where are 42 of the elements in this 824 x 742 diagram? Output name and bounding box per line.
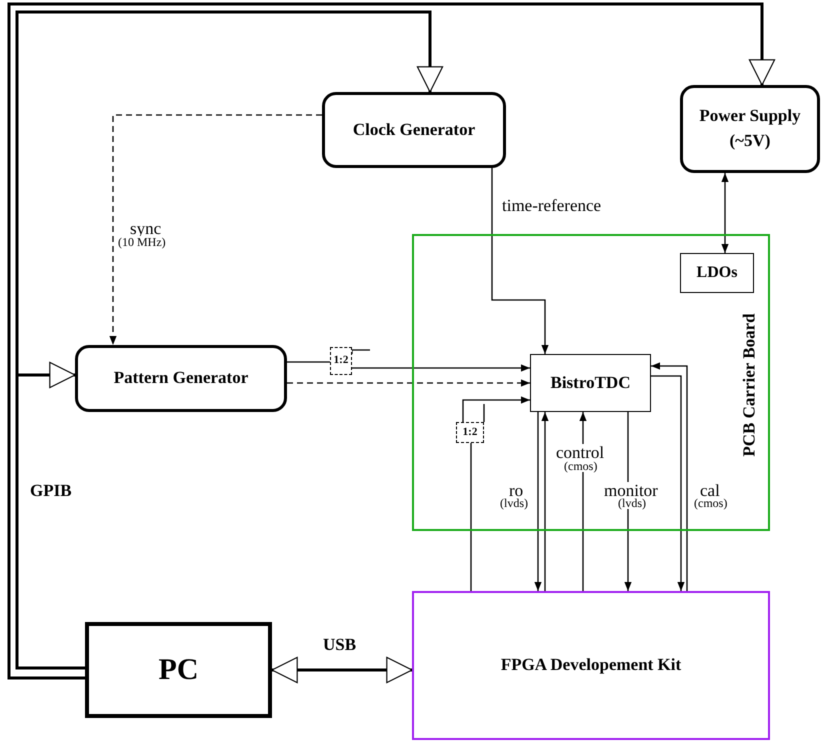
node-label: PCB Carrier Board [738, 312, 760, 456]
edge-label: USB [323, 636, 356, 653]
bus-arrow [8, 2, 776, 680]
signal-type-label: (lvds) [618, 497, 646, 509]
splitter-box [330, 347, 352, 375]
instrument-box [75, 345, 287, 412]
node-label: 1:2 [334, 353, 348, 368]
arrow [109, 114, 322, 345]
board-box [412, 591, 770, 740]
arrow [534, 412, 542, 591]
arrow [462, 396, 530, 422]
arrow [287, 379, 530, 387]
edge-label: monitor [604, 482, 658, 499]
splitter-box [456, 422, 484, 443]
bus-arrow [16, 362, 85, 670]
signal-type-label: (cmos) [564, 460, 598, 472]
node-label: PC [158, 652, 198, 688]
bus-label: GPIB [30, 482, 72, 499]
instrument-box [680, 85, 820, 173]
signal-type-label: (cmos) [694, 497, 728, 509]
signal-type-label: (lvds) [500, 497, 528, 509]
board-outline [412, 234, 770, 531]
component-box [680, 253, 754, 293]
instrument-box [322, 92, 506, 168]
computer-box [85, 622, 272, 718]
node-label: BistroTDC [550, 372, 630, 394]
arrow [721, 173, 729, 253]
node-label: Pattern Generator [114, 367, 248, 390]
node-label: 1:2 [462, 424, 478, 440]
node-label: LDOs [696, 263, 738, 284]
bus-arrow [271, 656, 413, 684]
edge-label: control [556, 444, 604, 461]
node-label: FPGA Developement Kit [500, 654, 682, 676]
edge-label: time-reference [502, 197, 602, 214]
node-label: Power Supply [699, 105, 801, 128]
arrow [541, 412, 549, 591]
node-label: Clock Generator [352, 118, 476, 141]
arrow [491, 168, 549, 354]
signal-type-label: (10 MHz) [118, 236, 166, 248]
chip-box [530, 354, 651, 412]
node-label: (~5V) [730, 130, 770, 152]
arrow [352, 364, 530, 372]
